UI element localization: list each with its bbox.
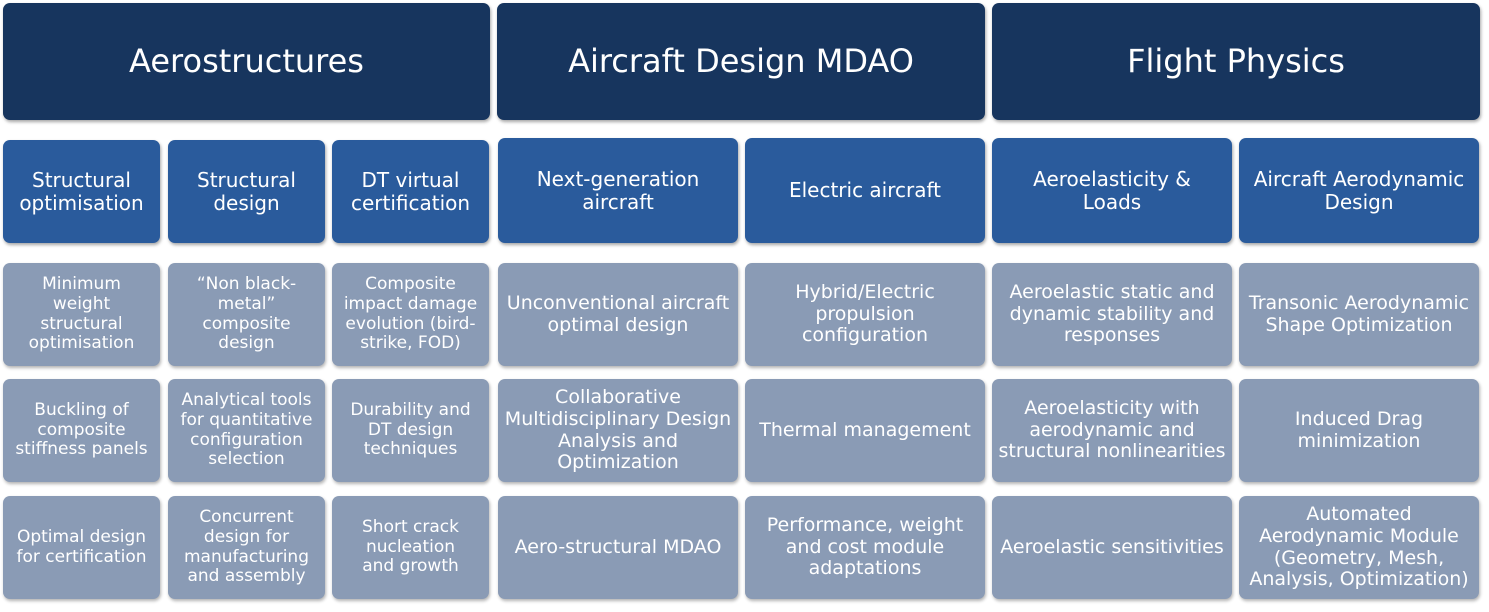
item-label: Hybrid/Electric propulsion configuration <box>795 280 935 347</box>
header-flight-physics-label: Flight Physics <box>1127 42 1345 81</box>
item-performance-weight-cost-module: Performance, weight and cost module adap… <box>745 496 985 599</box>
item-label: Thermal management <box>759 418 971 441</box>
subheader-label: Electric aircraft <box>788 178 942 202</box>
item-aeroelastic-sensitivities: Aeroelastic sensitivities <box>992 496 1232 599</box>
item-label: Short crack nucleation and growth <box>362 517 459 577</box>
item-label: Collaborative Multidisciplinary Design A… <box>504 385 732 474</box>
item-optimal-design-certification: Optimal design for certification <box>3 496 160 599</box>
item-transonic-aerodynamic-shape-optimization: Transonic Aerodynamic Shape Optimization <box>1239 263 1479 366</box>
item-label: Automated Aerodynamic Module (Geometry, … <box>1249 502 1469 591</box>
item-buckling-composite-stiffness-panels: Buckling of composite stiffness panels <box>3 379 160 482</box>
item-aeroelastic-static-dynamic-stability: Aeroelastic static and dynamic stability… <box>992 263 1232 366</box>
item-label: Analytical tools for quantitative config… <box>180 390 313 470</box>
item-label: Performance, weight and cost module adap… <box>766 513 964 580</box>
item-non-black-metal-composite-design: “Non black-metal” composite design <box>168 263 325 366</box>
item-analytical-tools-configuration-selection: Analytical tools for quantitative config… <box>168 379 325 482</box>
item-collaborative-mdao: Collaborative Multidisciplinary Design A… <box>498 379 738 482</box>
subheader-dt-virtual-certification: DT virtual certification <box>332 140 489 243</box>
subheader-label: Structural design <box>197 167 296 215</box>
header-aircraft-design-mdao: Aircraft Design MDAO <box>497 3 985 120</box>
item-label: “Non black-metal” composite design <box>196 274 297 354</box>
item-induced-drag-minimization: Induced Drag minimization <box>1239 379 1479 482</box>
item-label: Aeroelastic sensitivities <box>1000 535 1224 558</box>
item-hybrid-electric-propulsion: Hybrid/Electric propulsion configuration <box>745 263 985 366</box>
item-label: Buckling of composite stiffness panels <box>15 400 148 460</box>
item-label: Aeroelastic static and dynamic stability… <box>1009 280 1215 347</box>
item-short-crack-nucleation-growth: Short crack nucleation and growth <box>332 496 489 599</box>
subheader-structural-design: Structural design <box>168 140 325 243</box>
subheader-structural-optimisation: Structural optimisation <box>3 140 160 243</box>
subheader-label: Next-generation aircraft <box>536 166 700 214</box>
header-flight-physics: Flight Physics <box>992 3 1480 120</box>
subheader-label: DT virtual certification <box>350 167 471 215</box>
item-composite-impact-damage-evolution: Composite impact damage evolution (bird-… <box>332 263 489 366</box>
subheader-aircraft-aerodynamic-design: Aircraft Aerodynamic Design <box>1239 138 1479 243</box>
item-durability-dt-design-techniques: Durability and DT design techniques <box>332 379 489 482</box>
item-minimum-weight-structural-optimisation: Minimum weight structural optimisation <box>3 263 160 366</box>
subheader-next-generation-aircraft: Next-generation aircraft <box>498 138 738 243</box>
subheader-electric-aircraft: Electric aircraft <box>745 138 985 243</box>
item-label: Aeroelasticity with aerodynamic and stru… <box>998 396 1226 463</box>
item-unconventional-aircraft-optimal-design: Unconventional aircraft optimal design <box>498 263 738 366</box>
item-automated-aerodynamic-module: Automated Aerodynamic Module (Geometry, … <box>1239 496 1479 599</box>
header-aerostructures: Aerostructures <box>3 3 490 120</box>
item-thermal-management: Thermal management <box>745 379 985 482</box>
subheader-label: Structural optimisation <box>19 167 144 215</box>
item-aero-structural-mdao: Aero-structural MDAO <box>498 496 738 599</box>
item-label: Composite impact damage evolution (bird-… <box>343 274 478 354</box>
header-mdao-label: Aircraft Design MDAO <box>568 42 914 81</box>
subheader-aeroelasticity-loads: Aeroelasticity & Loads <box>992 138 1232 243</box>
subheader-label: Aeroelasticity & Loads <box>1033 166 1191 214</box>
item-label: Minimum weight structural optimisation <box>28 274 135 354</box>
subheader-label: Aircraft Aerodynamic Design <box>1253 166 1465 214</box>
header-aerostructures-label: Aerostructures <box>129 42 364 81</box>
item-label: Induced Drag minimization <box>1294 407 1424 452</box>
item-label: Unconventional aircraft optimal design <box>506 291 730 336</box>
item-label: Transonic Aerodynamic Shape Optimization <box>1248 291 1470 336</box>
item-label: Optimal design for certification <box>16 526 147 567</box>
item-concurrent-design-manufacturing-assembly: Concurrent design for manufacturing and … <box>168 496 325 599</box>
item-label: Durability and DT design techniques <box>350 400 471 460</box>
item-label: Concurrent design for manufacturing and … <box>184 507 309 587</box>
item-aeroelasticity-nonlinearities: Aeroelasticity with aerodynamic and stru… <box>992 379 1232 482</box>
item-label: Aero-structural MDAO <box>514 535 722 558</box>
